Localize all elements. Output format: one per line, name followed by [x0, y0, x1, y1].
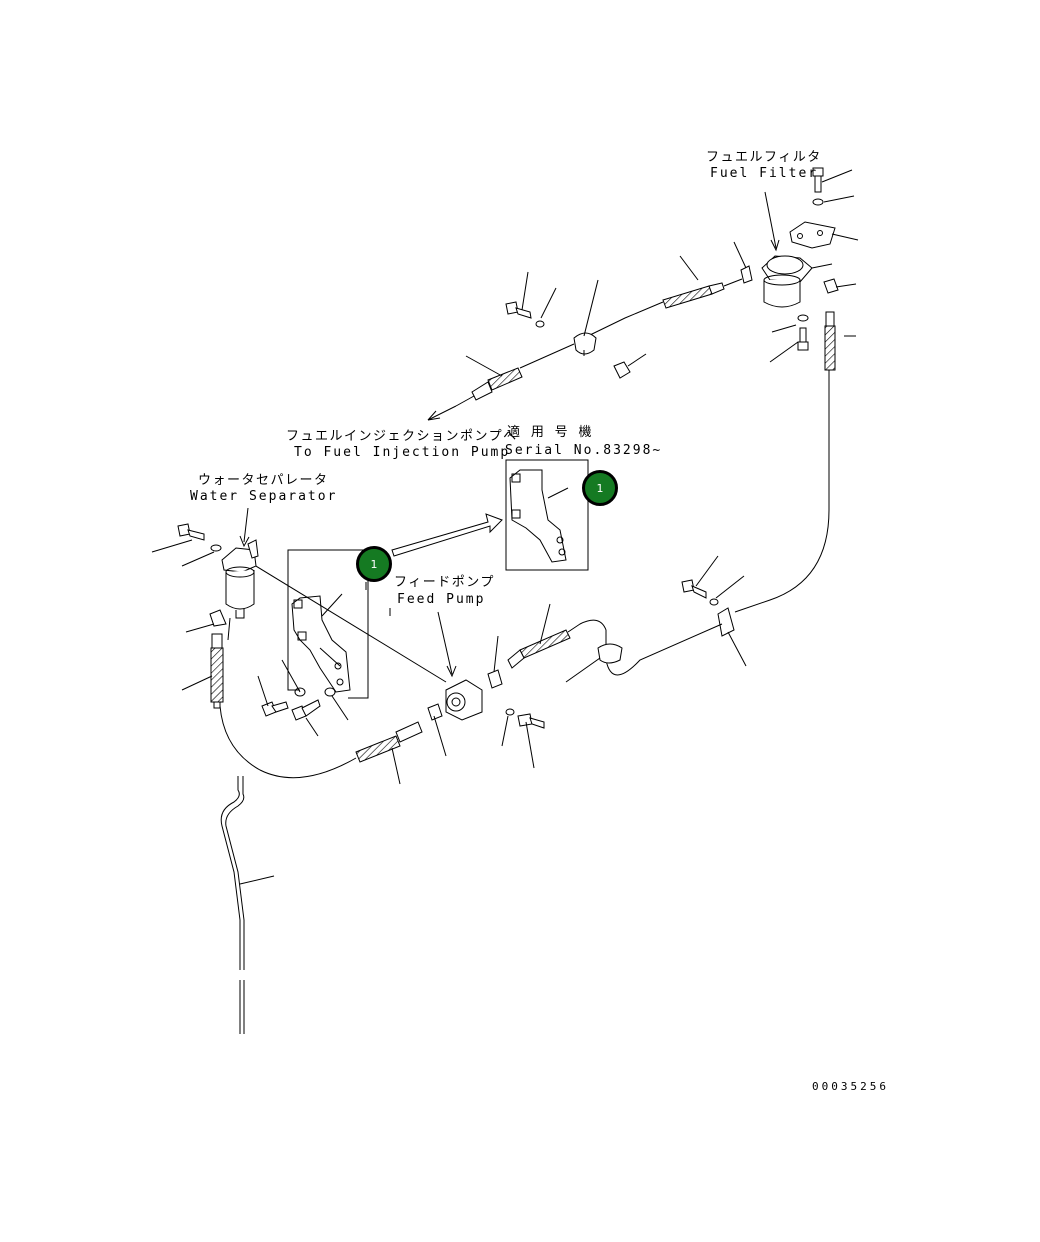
detail-arrow	[391, 513, 503, 557]
serial-label-jp: 適 用 号 機	[507, 425, 593, 440]
fuel-filter-label-en: Fuel Filter	[710, 166, 819, 181]
lower-hose[interactable]	[355, 721, 423, 763]
feed-pump[interactable]	[445, 679, 483, 721]
filter-fitting-right[interactable]	[823, 278, 839, 294]
filter-bolt-bottom[interactable]	[797, 314, 809, 351]
upper-hose[interactable]	[662, 278, 743, 309]
serial-detail-frame	[505, 459, 589, 571]
upper-clamp-spacer[interactable]	[613, 361, 631, 379]
filter-bolt-top[interactable]	[812, 167, 824, 206]
lower-clamp[interactable]	[597, 643, 623, 664]
feed-pump-label-en: Feed Pump	[397, 592, 486, 607]
water-separator-label-jp: ウォータセパレータ	[198, 473, 329, 488]
callout-detail[interactable]: 1	[582, 470, 618, 506]
feed-fitting[interactable]	[487, 669, 503, 689]
fuel-filter[interactable]	[761, 255, 813, 308]
feed-pump-bolt[interactable]	[517, 713, 545, 729]
filter-fitting-left[interactable]	[740, 265, 753, 284]
bracket-bolt-1[interactable]	[261, 701, 289, 717]
upper-bolt[interactable]	[505, 301, 532, 319]
callout-main[interactable]: 1	[356, 546, 392, 582]
serial-label-en: Serial No.83298~	[505, 443, 663, 458]
injection-hose[interactable]	[427, 367, 523, 421]
right-clamp[interactable]	[717, 607, 735, 637]
detail-bracket[interactable]	[509, 469, 567, 563]
separator-bolt[interactable]	[177, 523, 205, 541]
injection-pump-label-en: To Fuel Injection Pump	[294, 445, 511, 460]
injection-pump-label-jp: フュエルインジェクションポンプへ	[286, 429, 518, 444]
separator-clamp[interactable]	[209, 609, 227, 627]
feed-pump-label-jp: フィードポンプ	[394, 575, 495, 590]
suction-tube[interactable]	[220, 776, 245, 1034]
right-bolt[interactable]	[681, 579, 707, 599]
feed-hose[interactable]	[507, 629, 571, 669]
filter-bracket[interactable]	[789, 221, 836, 249]
water-separator-label-en: Water Separator	[190, 489, 338, 504]
mounting-bracket[interactable]	[291, 595, 351, 693]
water-separator[interactable]	[221, 539, 259, 619]
bracket-bolt-2[interactable]	[291, 699, 321, 721]
bracket-detail-frame	[287, 549, 369, 699]
upper-clamp[interactable]	[573, 332, 597, 356]
right-hose[interactable]	[824, 311, 836, 371]
fuel-filter-label-jp: フュエルフィルタ	[706, 150, 822, 165]
separator-hose[interactable]	[210, 633, 224, 709]
feed-pump-fitting[interactable]	[427, 703, 443, 721]
document-number: 00035256	[812, 1080, 889, 1093]
